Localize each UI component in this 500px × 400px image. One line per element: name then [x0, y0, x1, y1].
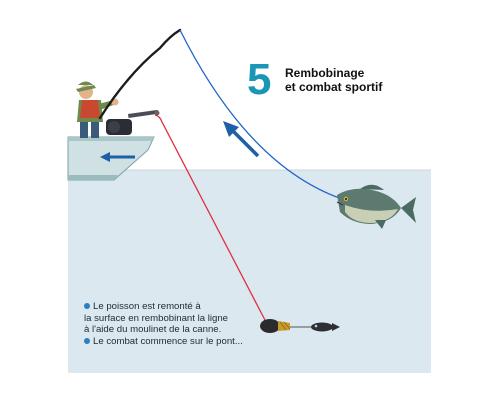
fishing-rod-icon: [98, 28, 182, 120]
lure-icon: [311, 322, 340, 332]
fisherman-icon: [76, 81, 119, 138]
step-title-line-2: et combat sportif: [285, 80, 383, 94]
fish-icon: [336, 184, 416, 229]
note-1-line-2: la surface en rembobinant la ligne: [84, 312, 228, 324]
notes-block: Le poisson est remonté à la surface en r…: [84, 301, 284, 347]
direction-arrow-icon: [223, 121, 260, 158]
step-title-line-1: Rembobinage: [285, 66, 365, 80]
note-1-line-3: à l'aide du moulinet de la canne.: [84, 324, 222, 336]
boat-arrow-icon: [100, 152, 135, 162]
note-text: Le poisson est remonté à: [93, 301, 201, 312]
reel-icon: [106, 109, 160, 135]
note-text: Le combat commence sur le pont...: [93, 335, 243, 347]
bullet-icon: [84, 337, 90, 344]
sinker-line: [154, 114, 267, 323]
bullet-icon: [84, 303, 90, 309]
fishing-line-to-fish: [179, 29, 349, 202]
step-number: 5: [247, 55, 272, 104]
sinker-icon: [260, 319, 291, 333]
note-1-line-1: Le poisson est remonté à: [84, 301, 284, 313]
note-2-line-1: Le combat commence sur le pont...: [84, 336, 284, 348]
step-title: Rembobinage et combat sportif: [285, 66, 382, 94]
